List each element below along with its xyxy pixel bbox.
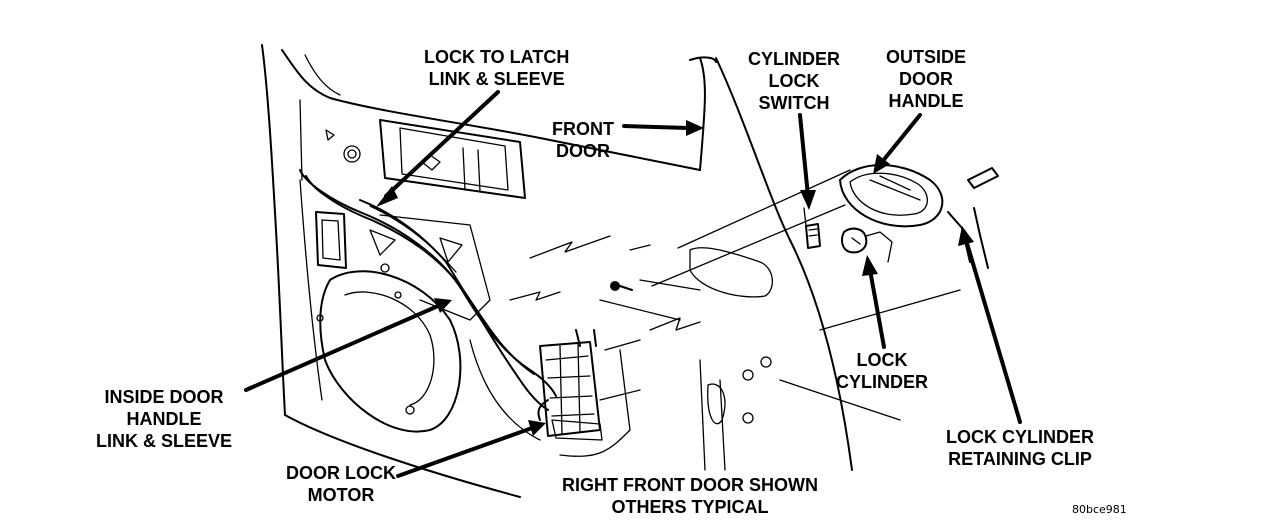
cylinder-lock-switch-label: CYLINDER LOCK SWITCH: [748, 49, 841, 113]
leader-arrows: [244, 90, 1022, 478]
lock-cylinder: [841, 227, 893, 263]
lock-to-latch-label: LOCK TO LATCH LINK & SLEEVE: [424, 47, 570, 89]
outside-handle: [651, 164, 944, 298]
guide-lines: [599, 289, 961, 421]
retaining-clip-label: LOCK CYLINDER RETAINING CLIP: [946, 427, 1094, 469]
door-latch: [537, 329, 603, 441]
outside-door-handle-label: OUTSIDE DOOR HANDLE: [886, 47, 967, 111]
door-shell: [261, 44, 853, 498]
cylinder-lock-switch: [803, 207, 821, 249]
retaining-clip: [947, 167, 999, 269]
latch-screw: [610, 281, 633, 291]
link-rods: [299, 169, 557, 411]
inside-door-handle-label: INSIDE DOOR HANDLE LINK & SLEEVE: [96, 387, 233, 451]
door-lock-motor-label: DOOR LOCK MOTOR: [286, 463, 396, 505]
figure-code: 80bce981: [1072, 503, 1127, 516]
lock-cylinder-label: LOCK CYLINDER: [836, 350, 929, 392]
shown-note-label: RIGHT FRONT DOOR SHOWN OTHERS TYPICAL: [562, 475, 818, 517]
front-door-label: FRONT DOOR: [552, 119, 614, 161]
